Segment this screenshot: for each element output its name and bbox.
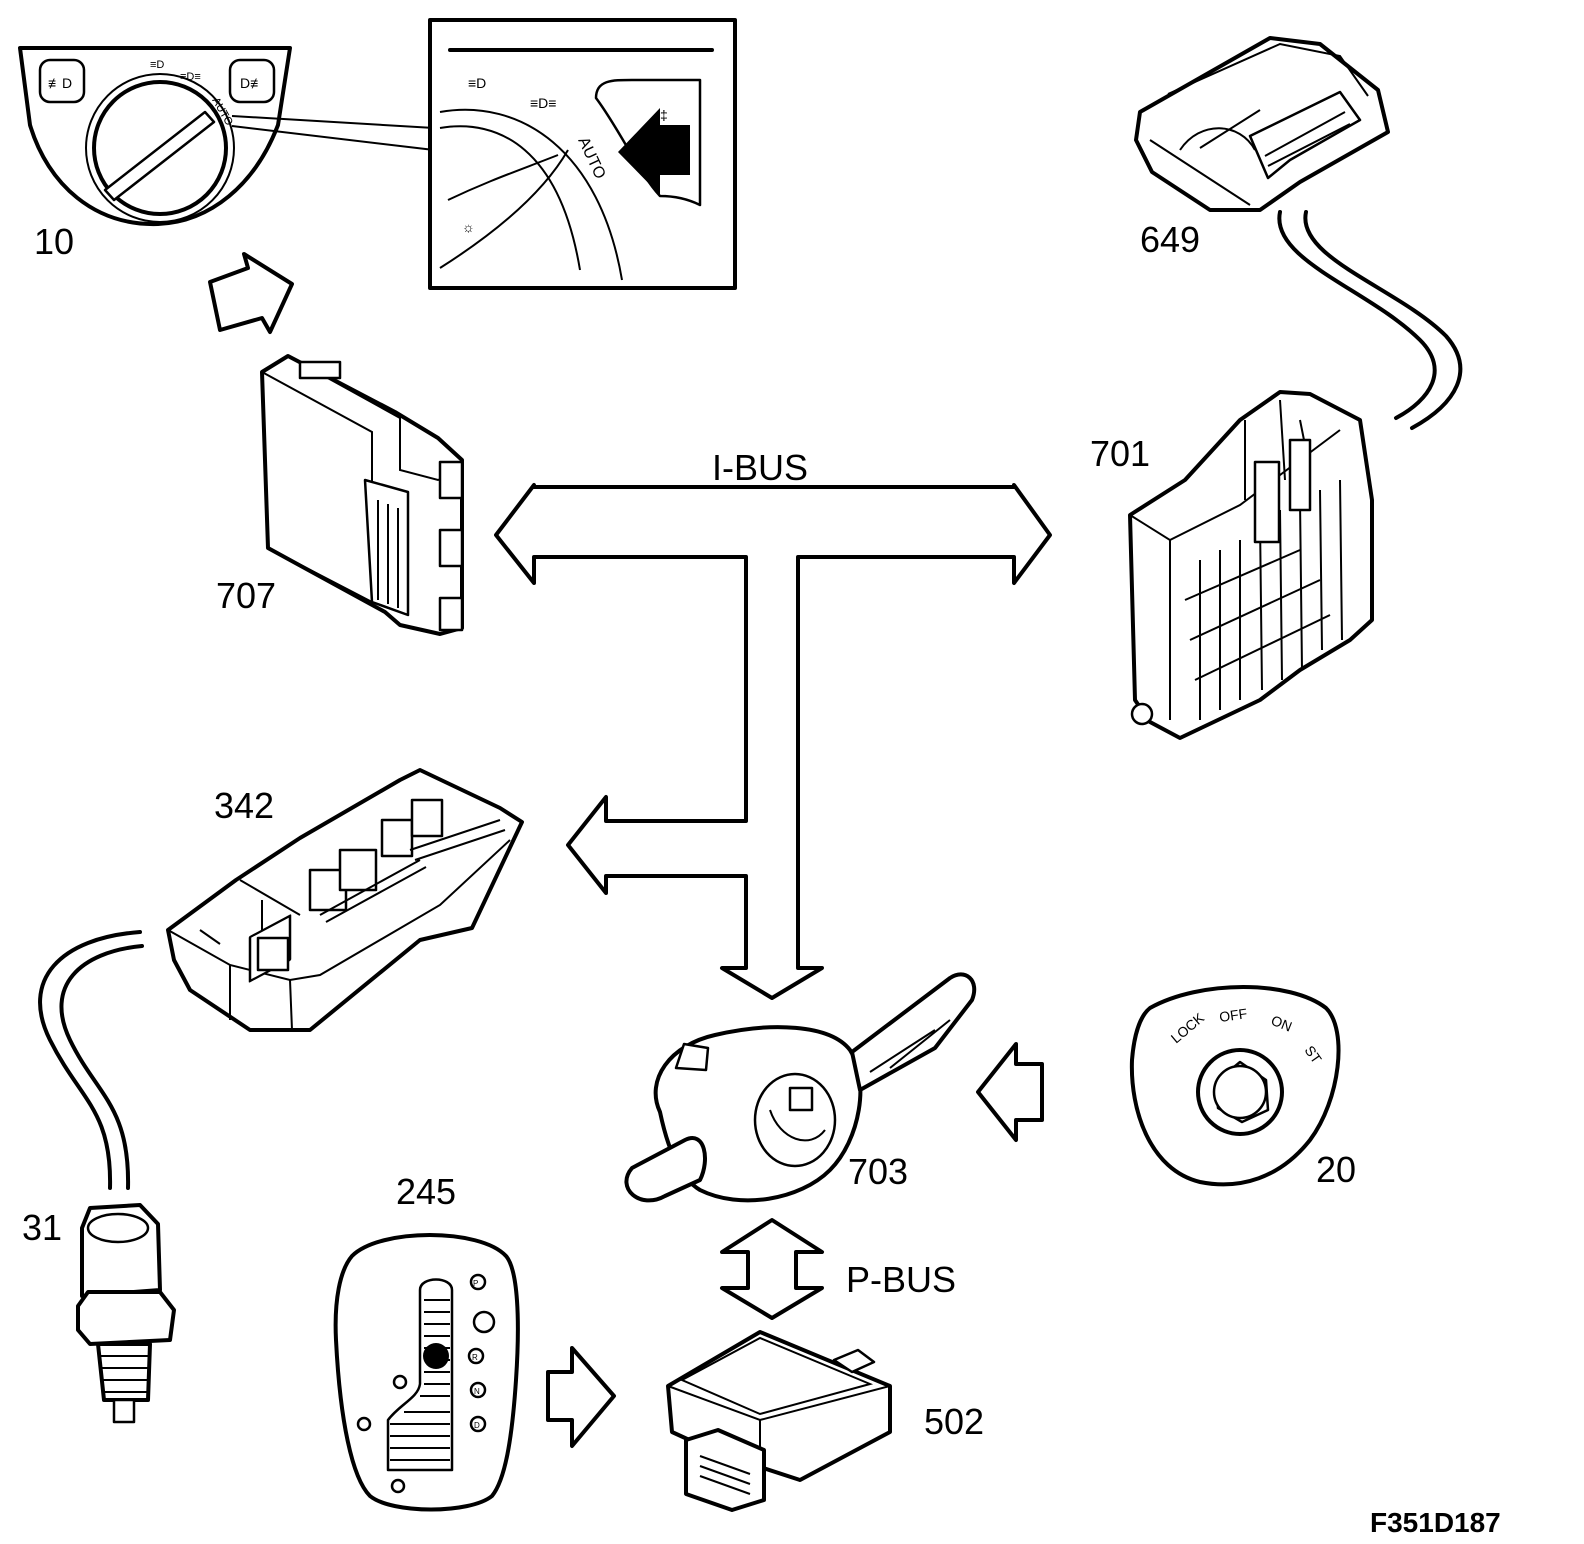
rear-fog-icon: D≢ <box>240 75 264 91</box>
svg-text:≡D: ≡D <box>150 59 164 71</box>
svg-text:≡D≡: ≡D≡ <box>180 71 201 83</box>
svg-text:≡D: ≡D <box>468 75 486 91</box>
light-switch-10: ≢D D≢ AUTO ≡D ≡D≡ 10 <box>18 46 292 262</box>
label-342: 342 <box>214 785 274 826</box>
module-649: 649 <box>1134 36 1390 260</box>
svg-text:‡: ‡ <box>660 107 668 123</box>
figure-code: F351D187 <box>1370 1507 1501 1538</box>
gear-pos-r: R <box>472 1353 478 1362</box>
ignition-pos-on: ON <box>1269 1012 1294 1035</box>
label-20: 20 <box>1316 1149 1356 1190</box>
label-703: 703 <box>848 1151 908 1192</box>
label-701: 701 <box>1090 433 1150 474</box>
label-707: 707 <box>216 575 276 616</box>
parking-light-icon: ☼ <box>462 219 475 235</box>
gear-pos-n: N <box>474 1387 480 1396</box>
relay-box-342: 342 <box>166 768 524 1032</box>
pbus-label: P-BUS <box>846 1259 956 1300</box>
gear-pos-p: P <box>473 1279 478 1288</box>
ibus-label: I-BUS <box>712 447 808 488</box>
arrow-245-to-502 <box>546 1346 616 1448</box>
label-502: 502 <box>924 1401 984 1442</box>
ibus-arrow: I-BUS <box>494 447 1052 1000</box>
wire-342-31 <box>38 930 142 1190</box>
ignition-switch-20: LOCK OFF ON ST 20 <box>1129 985 1356 1190</box>
label-10: 10 <box>34 221 74 262</box>
front-fog-icon: ≢D <box>48 75 72 91</box>
svg-text:≡D≡: ≡D≡ <box>530 95 556 111</box>
label-245: 245 <box>396 1171 456 1212</box>
gear-pos-d: D <box>474 1421 480 1430</box>
arrow-20-to-703 <box>976 1042 1044 1142</box>
steering-switch-703: 703 <box>624 972 977 1203</box>
control-module-707: 707 <box>216 354 464 636</box>
label-649: 649 <box>1140 219 1200 260</box>
label-31: 31 <box>22 1207 62 1248</box>
pbus-arrow: P-BUS <box>720 1218 956 1320</box>
wire-649-701 <box>1277 210 1437 420</box>
sensor-31: 31 <box>22 1203 176 1424</box>
fuse-box-701: 701 <box>1090 390 1374 740</box>
gear-selector-245: P R N D 245 <box>333 1171 520 1512</box>
arrow-10-to-707 <box>208 252 294 334</box>
light-switch-detail-inset: ≡D ≡D≡ ‡ ☼ AUTO <box>428 18 737 290</box>
ignition-pos-off: OFF <box>1218 1005 1248 1025</box>
module-502: 502 <box>666 1330 984 1512</box>
